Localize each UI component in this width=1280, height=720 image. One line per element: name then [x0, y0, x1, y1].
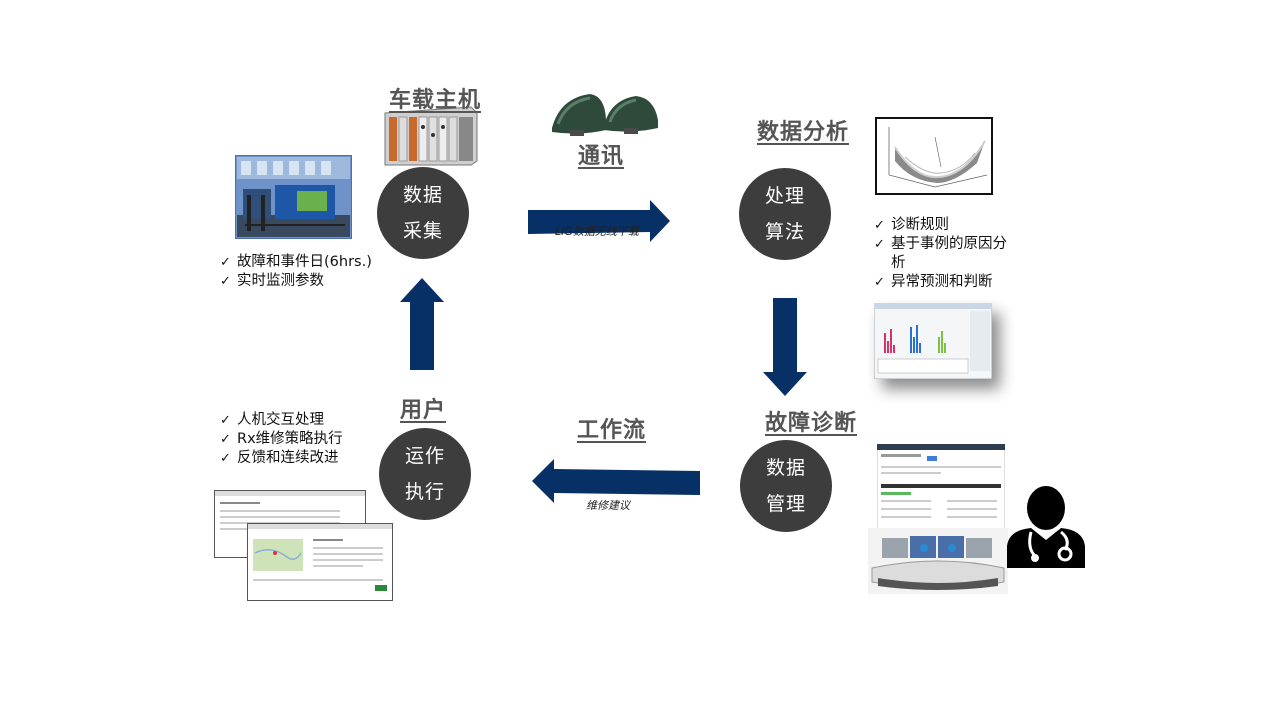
locomotive-photo [235, 155, 352, 239]
doctor-icon [1005, 484, 1087, 568]
arrow-left-label: 维修建议 [586, 499, 630, 512]
circle-diagnosis-line1: 数据 [765, 457, 806, 479]
list-item: Rx维修策略执行 [220, 430, 343, 449]
list-item: 诊断规则 [874, 216, 1019, 235]
circle-diagnosis-line2: 管理 [765, 493, 806, 515]
circle-user-line2: 执行 [404, 481, 445, 503]
heading-user: 用户 [400, 398, 447, 423]
circle-diagnosis: 数据 管理 [740, 440, 832, 532]
list-item: 实时监测参数 [220, 272, 372, 291]
list-item: 基于事例的原因分析 [874, 235, 1019, 273]
circle-user: 运作 执行 [379, 428, 471, 520]
control-center-image [868, 528, 1008, 594]
heading-workflow: 工作流 [577, 418, 647, 443]
list-item: 故障和事件日(6hrs.) [220, 253, 372, 272]
arrow-right-label: LIG数据无线下载 [555, 225, 639, 238]
arrow-left [532, 459, 700, 503]
analysis-checklist: 诊断规则 基于事例的原因分析 异常预测和判断 [874, 216, 1019, 292]
antenna-icon [550, 90, 660, 140]
diagnostic-screenshot [877, 444, 1005, 532]
circle-analysis: 处理 算法 [739, 168, 831, 260]
arrow-down [763, 298, 807, 396]
surface-plot-image [875, 117, 993, 195]
user-checklist: 人机交互处理 Rx维修策略执行 反馈和连续改进 [220, 411, 343, 468]
app-screenshot-front [247, 523, 393, 601]
collect-checklist: 故障和事件日(6hrs.) 实时监测参数 [220, 253, 372, 291]
heading-diagnosis: 故障诊断 [765, 411, 858, 436]
heading-comm: 通讯 [578, 144, 625, 169]
arrow-right [528, 200, 670, 244]
heading-analysis: 数据分析 [757, 120, 850, 145]
list-item: 异常预测和判断 [874, 273, 1019, 292]
circle-user-line1: 运作 [404, 445, 445, 467]
circle-collect-line2: 采集 [402, 220, 443, 242]
list-item: 人机交互处理 [220, 411, 343, 430]
circle-collect: 数据 采集 [377, 167, 469, 259]
circle-analysis-line1: 处理 [764, 185, 805, 207]
circle-analysis-line2: 算法 [764, 221, 805, 243]
arrow-up [400, 278, 444, 370]
circle-collect-line1: 数据 [402, 184, 443, 206]
bar-chart-screenshot [874, 303, 992, 379]
heading-collect: 车载主机 [389, 88, 482, 113]
list-item: 反馈和连续改进 [220, 449, 343, 468]
onboard-host-image [381, 105, 479, 167]
